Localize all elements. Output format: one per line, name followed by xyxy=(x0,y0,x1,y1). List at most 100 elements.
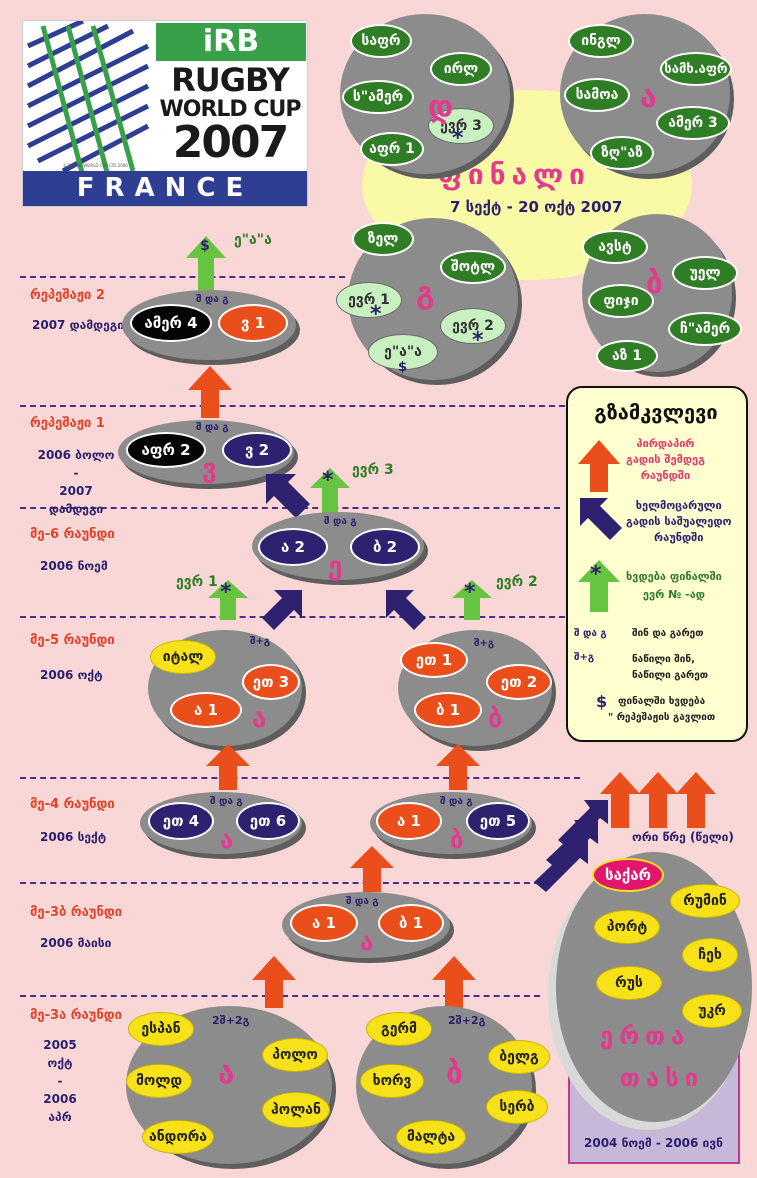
team-pill: ეთ 3 xyxy=(242,664,300,700)
nations-title-1: ერთა xyxy=(600,1022,691,1050)
round-label: მე-4 რაუნდი xyxy=(30,797,115,812)
home-away-tag: 2შ+2გ xyxy=(212,1014,250,1027)
team-pill: ეთ 6 xyxy=(236,802,300,840)
team-pill: მოლდ xyxy=(126,1064,192,1098)
round-label: რეპეშაჟი 2 xyxy=(30,288,105,303)
team-pill: ჩეხ xyxy=(682,938,738,972)
navy-arrow-icon xyxy=(262,590,302,630)
team-pill: ავსტ xyxy=(582,230,648,264)
logo-small-print: © RUGBY WORLD CUP LTD 2006 xyxy=(63,163,128,168)
team-pill: ა 1 xyxy=(170,692,242,728)
team-pill: ა 1 xyxy=(290,904,358,942)
team-pill: ანდორა xyxy=(142,1120,214,1154)
pool-letter: ბ xyxy=(646,266,663,301)
team-pill: უელ xyxy=(672,256,738,290)
legend-hg2-key: შ+გ xyxy=(574,652,595,663)
team-pill: ამერ 4 xyxy=(130,304,212,342)
logo-country: FRANCE xyxy=(23,171,307,206)
red-arrow-icon xyxy=(206,744,250,790)
navy-arrow-icon xyxy=(266,474,310,518)
home-away-tag: შ და გ xyxy=(324,516,357,527)
team-pill: ბ 1 xyxy=(378,904,444,942)
logo-worldcup: WORLD CUP xyxy=(159,97,302,122)
legend-hg2-val: ნაწილი შინ,ნაწილი გარეთ xyxy=(632,654,709,681)
stage-letter: ა xyxy=(252,704,267,734)
asterisk-icon: * xyxy=(452,126,464,151)
team-pill: ამერ 3 xyxy=(656,106,730,140)
divider xyxy=(20,777,580,779)
divider xyxy=(20,882,540,884)
promotion-label: ევრ 3 xyxy=(352,462,394,478)
team-pill: აფრ 2 xyxy=(126,432,206,468)
round-date: 2007 დამდეგი xyxy=(32,318,124,332)
green-arrow-icon xyxy=(452,580,492,620)
nations-title-2: თასი xyxy=(620,1064,705,1092)
red-arrow-icon xyxy=(578,440,620,492)
round-label: მე-5 რაუნდი xyxy=(30,633,115,648)
navy-arrow-icon xyxy=(580,498,622,540)
round-date: 2005 ოქტ-2006 აპრ xyxy=(43,1038,77,1124)
logo-rugby: RUGBY xyxy=(171,61,290,99)
slot-pill: ევრ 1 xyxy=(336,282,402,318)
team-pill: რუს xyxy=(596,966,662,1000)
logo-year: 2007 xyxy=(172,117,289,168)
asterisk-icon: * xyxy=(464,580,476,605)
rwc-logo: iRB RUGBY WORLD CUP 2007 © RUGBY WORLD C… xyxy=(22,20,308,207)
dollar-icon: $ xyxy=(200,238,210,254)
team-pill: ირლ xyxy=(430,52,492,86)
team-pill: ჰოლან xyxy=(262,1092,330,1128)
team-pill: ა 2 xyxy=(258,528,328,566)
team-pill: მალტა xyxy=(396,1120,466,1154)
legend-hg1-key: შ და გ xyxy=(574,628,607,639)
stage-letter: ბ xyxy=(488,704,503,734)
dollar-icon: $ xyxy=(398,360,408,375)
round-date: 2006 ნოემ xyxy=(40,559,108,573)
team-pill: ჩ"ამერ xyxy=(668,312,742,346)
team-pill-georgia: საქარ xyxy=(592,858,664,892)
team-pill: ეთ 4 xyxy=(148,802,214,840)
red-arrow-icon xyxy=(188,366,232,418)
home-away-tag: შ და გ xyxy=(196,422,229,433)
round-label: მე-6 რაუნდი xyxy=(30,527,115,542)
legend-title: გზამკვლევი xyxy=(594,400,718,424)
red-arrow-icon xyxy=(350,846,394,892)
team-pill: ზელ xyxy=(352,222,414,256)
divider xyxy=(20,405,575,407)
round-label: მე-3ა რაუნდი xyxy=(30,1008,122,1023)
team-pill: ინგლ xyxy=(568,24,634,58)
slot-pill: ე"ა"ა xyxy=(368,334,438,370)
team-pill: ბელგ xyxy=(488,1040,550,1074)
home-away-tag: შ+გ xyxy=(250,636,271,647)
stage-letter: ა xyxy=(218,1056,235,1091)
round-date: 2006 ოქტ xyxy=(40,668,103,682)
team-pill: ეთ 5 xyxy=(466,802,530,840)
home-away-tag: 2შ+2გ xyxy=(448,1014,486,1027)
slot-pill: ევრ 2 xyxy=(440,308,506,344)
team-pill: სამოა xyxy=(564,78,630,112)
team-pill: პოლო xyxy=(262,1038,328,1072)
team-pill: აფრ 1 xyxy=(360,132,424,166)
home-away-tag: შ და გ xyxy=(196,294,229,305)
legend-hg1-val: შინ და გარეთ xyxy=(632,628,704,639)
asterisk-icon: * xyxy=(370,302,382,327)
stage-letter: ა xyxy=(220,826,234,854)
slot-pill: ევრ 3 xyxy=(428,108,494,144)
team-pill: ვ 1 xyxy=(218,304,288,342)
home-away-tag: შ+გ xyxy=(474,638,495,649)
green-arrow-icon xyxy=(578,560,620,612)
green-arrow-icon xyxy=(310,468,350,514)
team-pill: ვ 2 xyxy=(222,432,292,468)
stage-letter: ბ xyxy=(446,1056,463,1091)
red-arrow-icon xyxy=(432,956,476,1008)
team-pill: ხორვ xyxy=(360,1064,424,1098)
team-pill: უკრ xyxy=(682,994,742,1028)
pool-letter: დ xyxy=(428,90,454,125)
round-date: 2006 სექტ xyxy=(40,830,107,844)
stage-letter: ბ xyxy=(450,826,464,854)
team-pill: აზ 1 xyxy=(596,340,658,372)
logo-irb: iRB xyxy=(156,23,306,61)
team-pill: სერბ xyxy=(486,1090,548,1124)
